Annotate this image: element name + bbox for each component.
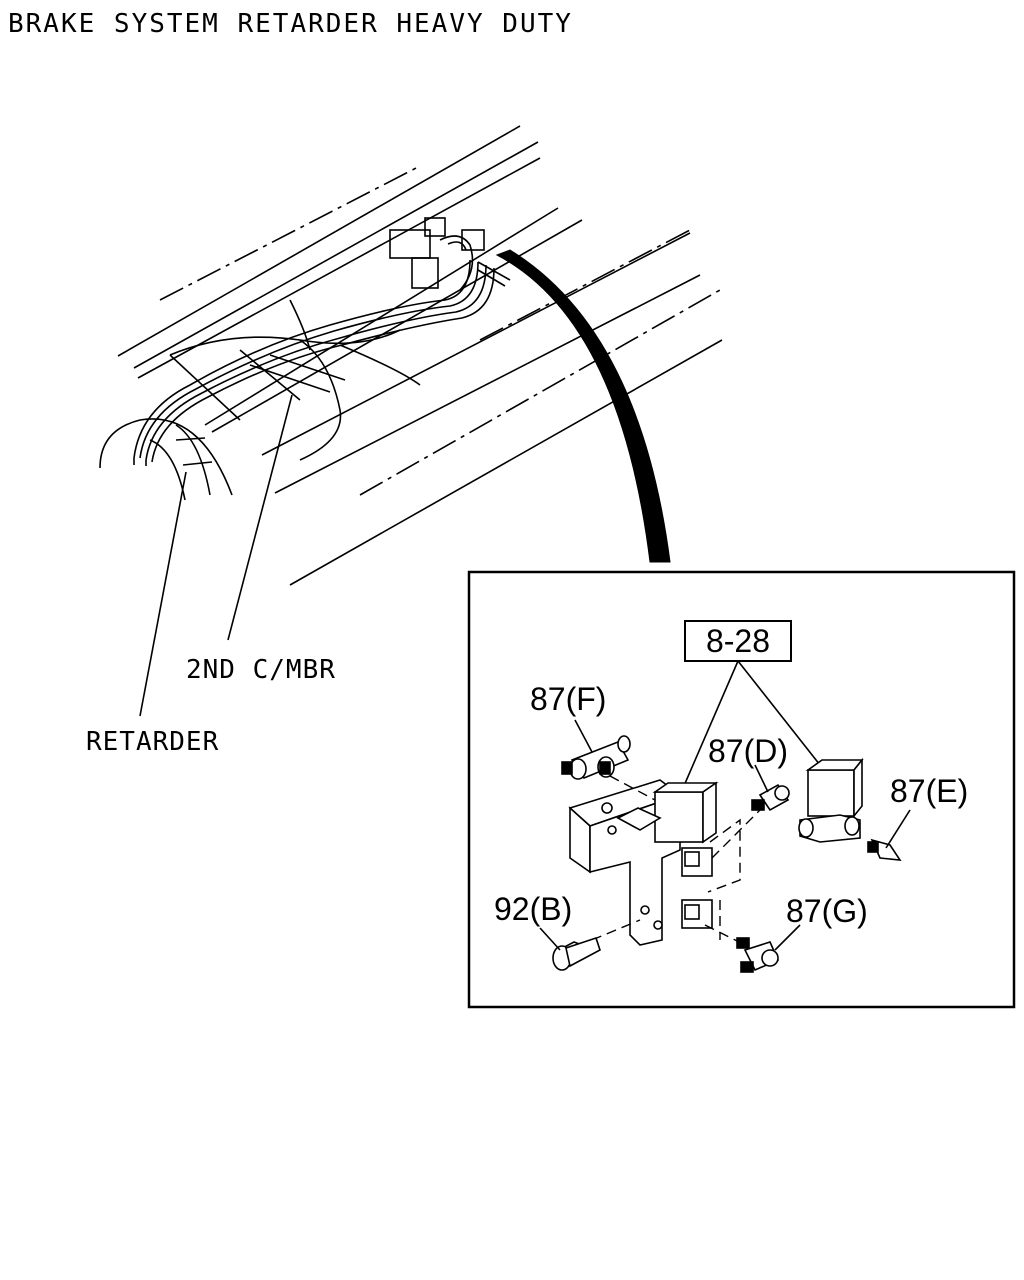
label-retarder: RETARDER — [86, 727, 219, 757]
part-label-87e: 87(E) — [890, 773, 968, 809]
detail-box — [467, 570, 1016, 1009]
part-label-92b: 92(B) — [494, 891, 572, 927]
bolt-92b-drawing — [552, 936, 601, 971]
leader-87g — [774, 924, 801, 951]
leader-87f — [574, 719, 593, 753]
group-ref-box — [684, 620, 792, 662]
leader-87d — [754, 764, 769, 793]
valve-87e-drawing — [798, 757, 902, 861]
diagram-title: BRAKE SYSTEM RETARDER HEAVY DUTY — [8, 9, 573, 39]
fitting-87d-drawing — [751, 783, 790, 812]
part-label-87g: 87(G) — [786, 893, 868, 929]
fitting-87f-drawing — [561, 735, 631, 780]
detail-callout-arrow — [495, 249, 671, 563]
group-ref-leaders — [679, 660, 821, 796]
label-2nd-cross-member: 2ND C/MBR — [186, 655, 336, 685]
leader-87e — [885, 809, 911, 849]
fitting-87g-drawing — [736, 937, 780, 973]
leader-92b — [539, 927, 561, 951]
valve-bracket-assembly — [568, 779, 719, 946]
part-label-87d: 87(D) — [708, 733, 788, 769]
chassis-frame-drawing — [99, 125, 723, 586]
group-ref-label: 8-28 — [706, 623, 770, 659]
part-label-87f: 87(F) — [530, 681, 606, 717]
overview-leader-lines — [139, 394, 293, 717]
